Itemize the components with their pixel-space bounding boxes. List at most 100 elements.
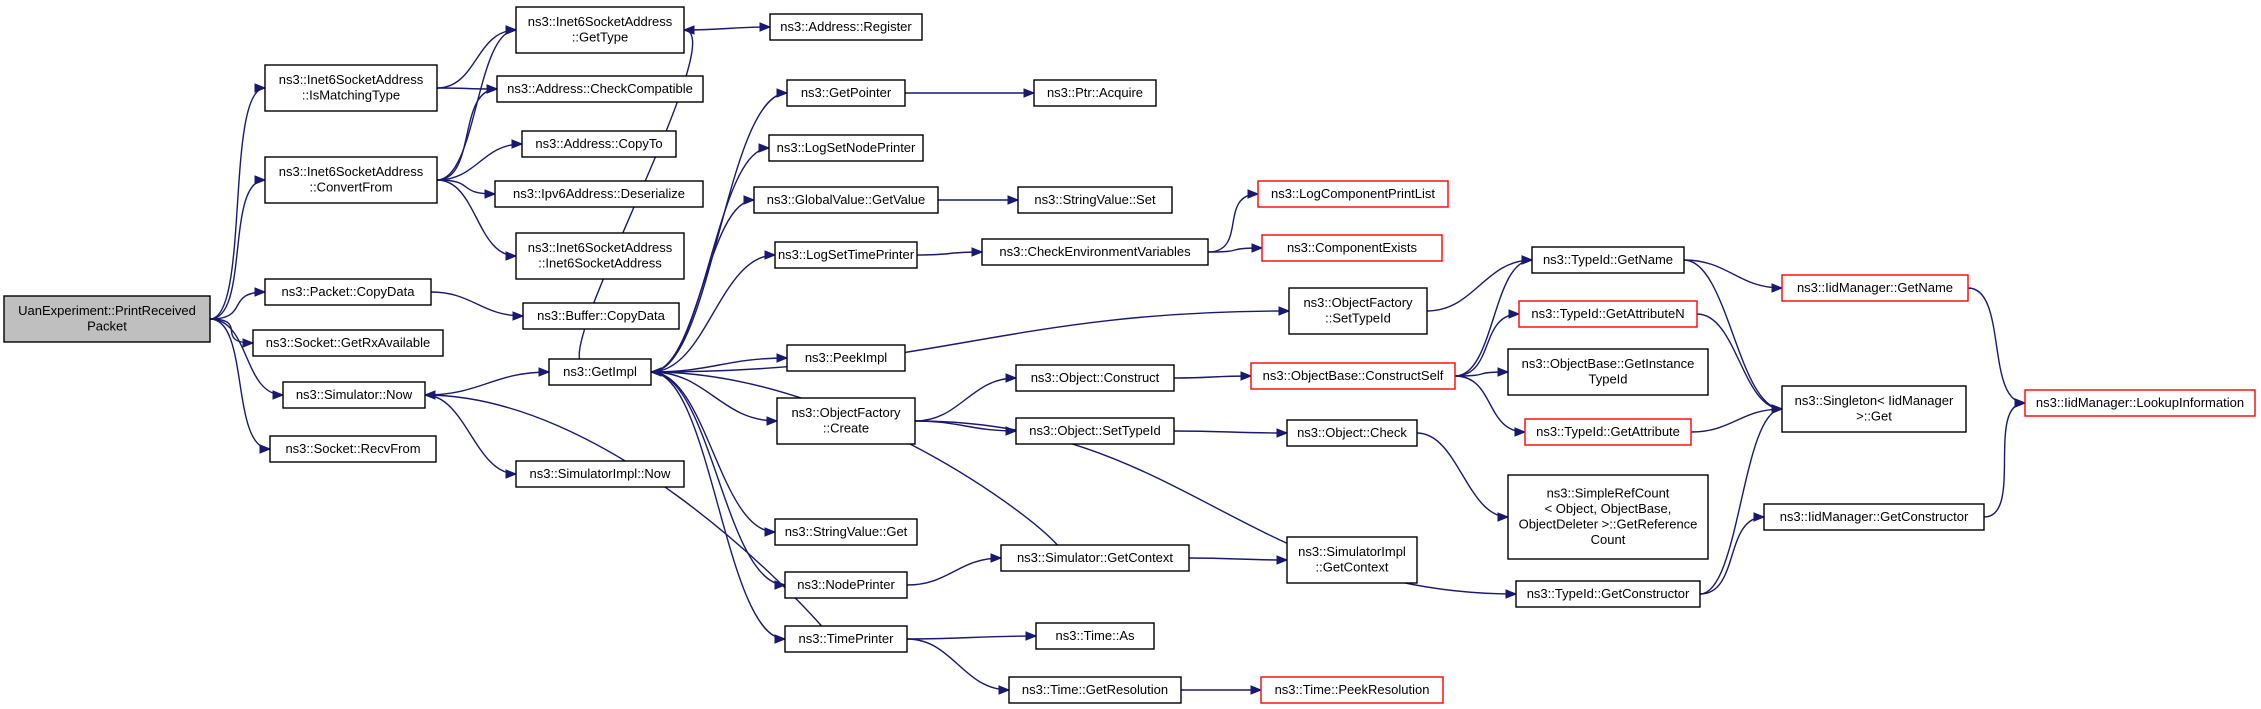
node-box: [774, 241, 918, 269]
node-singleton-get[interactable]: ns3::Singleton< IidManager>::Get: [1781, 385, 1967, 433]
edge-typeid-getname-to-singleton-get: [1683, 259, 1783, 410]
edge-timeprinter-to-simulator-now: [424, 394, 823, 627]
node-box: [786, 344, 906, 372]
node-box: [1017, 186, 1173, 214]
node-iidmanager-getconstructor[interactable]: ns3::IidManager::GetConstructor: [1763, 503, 1985, 531]
node-object-check[interactable]: ns3::Object::Check: [1286, 419, 1418, 447]
node-globalvalue-getvalue[interactable]: ns3::GlobalValue::GetValue: [753, 186, 939, 214]
arrowhead-icon: [1771, 283, 1784, 293]
node-label: ::ConvertFrom: [309, 180, 392, 195]
node-inet6-ctor[interactable]: ns3::Inet6SocketAddress::Inet6SocketAddr…: [515, 232, 685, 280]
node-address-register[interactable]: ns3::Address::Register: [769, 13, 923, 41]
edge-typeid-getname-to-iidmanager-getname: [1683, 259, 1783, 289]
node-checkenvvars[interactable]: ns3::CheckEnvironmentVariables: [981, 238, 1209, 266]
node-label: ns3::SimulatorImpl::Now: [530, 466, 671, 481]
node-componentexists[interactable]: ns3::ComponentExists: [1261, 234, 1443, 262]
node-simimpl-now[interactable]: ns3::SimulatorImpl::Now: [515, 460, 685, 488]
edge-root-to-socket-getrx: [209, 318, 254, 344]
node-iidmanager-getname[interactable]: ns3::IidManager::GetName: [1781, 274, 1969, 302]
node-box: [515, 460, 685, 488]
arrowhead-icon: [1240, 371, 1253, 381]
arrowhead-icon: [766, 416, 779, 426]
node-time-getresolution[interactable]: ns3::Time::GetResolution: [1008, 676, 1182, 704]
node-address-checkcompat[interactable]: ns3::Address::CheckCompatible: [496, 75, 704, 103]
arrowhead-icon: [511, 139, 524, 149]
arrowhead-icon: [538, 367, 551, 377]
node-label: ::GetType: [572, 30, 628, 45]
node-inet6-gettype[interactable]: ns3::Inet6SocketAddress::GetType: [515, 6, 685, 54]
edge-inet6-convertfrom-to-inet6-ctor: [436, 179, 517, 257]
edge-simulator-getcontext-to-simimpl-getcontext: [1188, 557, 1288, 561]
edge-nodeprinter-to-simulator-getcontext: [906, 557, 1002, 586]
node-getimpl[interactable]: ns3::GetImpl: [548, 358, 652, 386]
node-box: [522, 302, 680, 330]
node-socket-recvfrom[interactable]: ns3::Socket::RecvFrom: [269, 435, 437, 463]
arrowhead-icon: [1276, 428, 1289, 438]
node-typeid-getattributen[interactable]: ns3::TypeId::GetAttributeN: [1518, 300, 1698, 328]
node-socket-getrx[interactable]: ns3::Socket::GetRxAvailable: [252, 329, 444, 357]
edge-timeprinter-to-time-getresolution: [906, 638, 1010, 691]
node-timeprinter[interactable]: ns3::TimePrinter: [784, 625, 908, 653]
node-box: [1015, 417, 1175, 445]
arrowhead-icon: [764, 250, 777, 260]
node-nodeprinter[interactable]: ns3::NodePrinter: [784, 571, 908, 599]
node-logsettimeprinter[interactable]: ns3::LogSetTimePrinter: [774, 241, 918, 269]
edge-object-settypeid-to-object-check: [1173, 430, 1288, 434]
node-getpointer[interactable]: ns3::GetPointer: [786, 79, 906, 107]
node-simimpl-getcontext[interactable]: ns3::SimulatorImpl::GetContext: [1286, 536, 1418, 584]
edge-simulator-now-to-simimpl-now: [424, 394, 517, 475]
node-objectbase-constructself[interactable]: ns3::ObjectBase::ConstructSelf: [1250, 362, 1456, 390]
node-logsetnodeprinter[interactable]: ns3::LogSetNodePrinter: [768, 134, 924, 162]
node-typeid-getname[interactable]: ns3::TypeId::GetName: [1531, 246, 1685, 274]
node-ipv6-deserialize[interactable]: ns3::Ipv6Address::Deserialize: [494, 180, 704, 208]
node-objectfactory-create[interactable]: ns3::ObjectFactory::Create: [776, 397, 916, 445]
node-label: ns3::NodePrinter: [797, 577, 895, 592]
node-buffer-copydata[interactable]: ns3::Buffer::CopyData: [522, 302, 680, 330]
arrowhead-icon: [1007, 195, 1020, 205]
node-label: ns3::GetPointer: [801, 85, 892, 100]
node-stringvalue-get[interactable]: ns3::StringValue::Get: [774, 518, 918, 546]
node-label: ns3::Inet6SocketAddress: [528, 14, 673, 29]
node-box: [1531, 246, 1685, 274]
arrowhead-icon: [1250, 685, 1263, 695]
node-address-copyto[interactable]: ns3::Address::CopyTo: [521, 130, 677, 158]
node-time-peekresolution[interactable]: ns3::Time::PeekResolution: [1260, 676, 1444, 704]
node-packet-copydata[interactable]: ns3::Packet::CopyData: [264, 278, 432, 306]
arrowhead-icon: [998, 685, 1011, 695]
node-box: [494, 180, 704, 208]
node-box: [264, 278, 432, 306]
node-box: [269, 435, 437, 463]
node-box: [515, 6, 685, 54]
node-inet6-convertfrom[interactable]: ns3::Inet6SocketAddress::ConvertFrom: [264, 156, 438, 204]
node-peekimpl[interactable]: ns3::PeekImpl: [786, 344, 906, 372]
node-box: [1033, 79, 1157, 107]
node-iidmanager-lookupinfo[interactable]: ns3::IidManager::LookupInformation: [2024, 389, 2256, 417]
node-ptr-acquire[interactable]: ns3::Ptr::Acquire: [1033, 79, 1157, 107]
node-label: ::Create: [823, 421, 869, 436]
node-label: ns3::TimePrinter: [799, 631, 895, 646]
node-typeid-getconstructor[interactable]: ns3::TypeId::GetConstructor: [1515, 580, 1701, 608]
node-label: ns3::GlobalValue::GetValue: [767, 192, 926, 207]
node-label: ns3::Packet::CopyData: [282, 284, 416, 299]
node-simulator-now[interactable]: ns3::Simulator::Now: [282, 381, 426, 409]
node-objectfactory-settypeid[interactable]: ns3::ObjectFactory::SetTypeId: [1288, 287, 1428, 335]
node-box: [768, 134, 924, 162]
node-typeid-getattribute[interactable]: ns3::TypeId::GetAttribute: [1524, 418, 1692, 446]
node-logcomponentprintlist[interactable]: ns3::LogComponentPrintList: [1257, 180, 1449, 208]
node-label: Count: [1591, 532, 1626, 547]
arrowhead-icon: [1497, 512, 1510, 522]
node-label: ns3::Time::GetResolution: [1022, 682, 1168, 697]
node-label: ns3::ObjectFactory: [1303, 295, 1413, 310]
node-label: ::IsMatchingType: [302, 88, 400, 103]
node-simulator-getcontext[interactable]: ns3::Simulator::GetContext: [1000, 544, 1190, 572]
node-stringvalue-set[interactable]: ns3::StringValue::Set: [1017, 186, 1173, 214]
node-object-construct[interactable]: ns3::Object::Construct: [1015, 364, 1175, 392]
node-simplerefcount[interactable]: ns3::SimpleRefCount< Object, ObjectBase,…: [1507, 474, 1709, 560]
node-time-as[interactable]: ns3::Time::As: [1035, 622, 1155, 650]
node-object-settypeid[interactable]: ns3::Object::SetTypeId: [1015, 417, 1175, 445]
node-label: ObjectDeleter >::GetReference: [1519, 517, 1698, 532]
node-inet6-ismatching[interactable]: ns3::Inet6SocketAddress::IsMatchingType: [264, 64, 438, 112]
